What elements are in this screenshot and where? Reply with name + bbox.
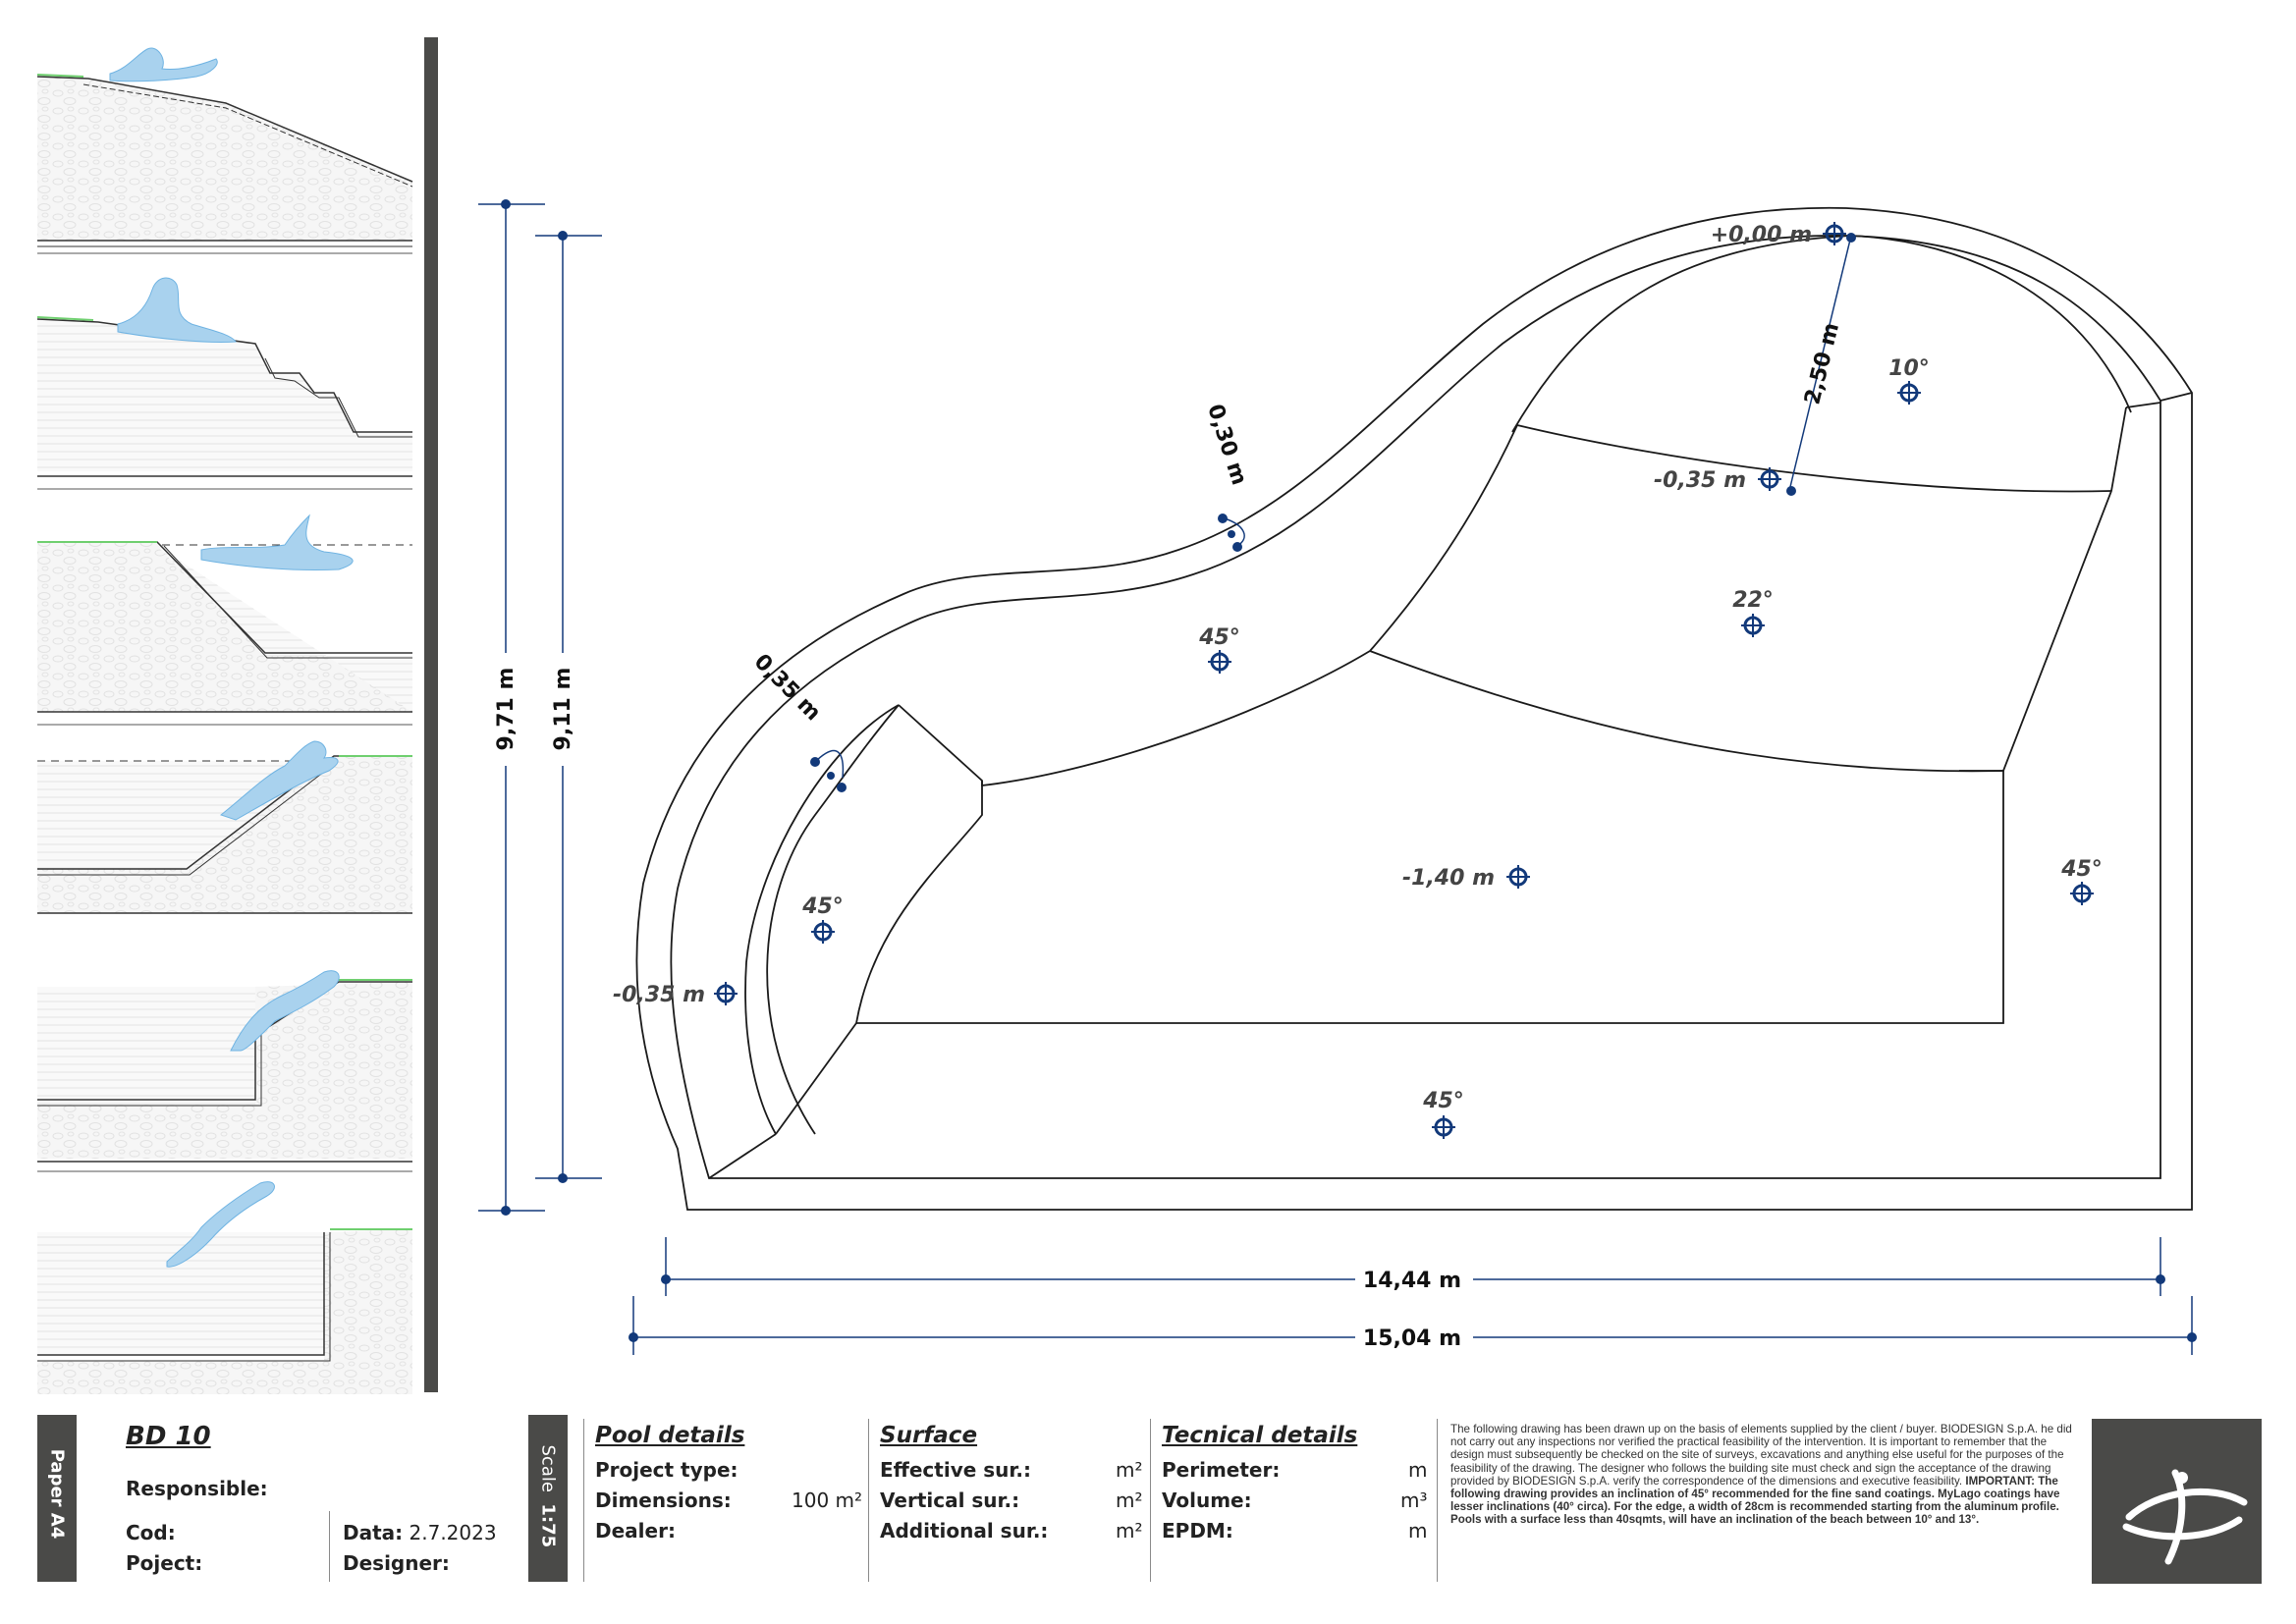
swimmer-figure bbox=[109, 47, 218, 82]
slope-right-upper bbox=[1959, 406, 2127, 772]
paper-size-label: Paper A4 bbox=[46, 1448, 68, 1540]
surface-separator bbox=[868, 1419, 869, 1582]
scale-label: Scale bbox=[537, 1444, 559, 1492]
rim-width-top-label: 0,30 m bbox=[1202, 402, 1251, 488]
profile-slope-45 bbox=[37, 514, 412, 713]
effective-surface-unit: m² bbox=[1116, 1458, 1143, 1482]
responsible-label: Responsible: bbox=[126, 1477, 268, 1500]
date-value: 2.7.2023 bbox=[409, 1521, 497, 1544]
note-separator bbox=[1437, 1419, 1438, 1582]
height-inner-label: 9,11 m bbox=[551, 668, 575, 751]
width-outer-label: 15,04 m bbox=[1363, 1326, 1461, 1351]
left-shelf-slope bbox=[855, 704, 983, 1024]
swimmer-figure bbox=[117, 277, 237, 343]
additional-surface-label: Additional sur.: bbox=[880, 1519, 1049, 1543]
deep-area bbox=[981, 424, 1518, 787]
scale-text: Scale 1:75 bbox=[537, 1444, 559, 1548]
shelf-upper-line bbox=[1516, 424, 2112, 493]
perimeter-label: Perimeter: bbox=[1162, 1458, 1281, 1482]
poject-label: Poject: bbox=[126, 1551, 203, 1575]
project-code: BD 10 bbox=[126, 1422, 211, 1451]
top-distance-label: 2,50 m bbox=[1800, 320, 1844, 406]
swimmer-figure bbox=[166, 1181, 275, 1268]
scale-bar: Scale 1:75 bbox=[528, 1415, 568, 1582]
width-inner-label: 14,44 m bbox=[1363, 1269, 1461, 1293]
disclaimer-important: IMPORTANT: The following drawing provide… bbox=[1450, 1474, 2060, 1527]
perimeter-unit: m bbox=[1408, 1458, 1428, 1482]
rim-line-upper bbox=[1511, 235, 1852, 433]
volume-unit: m³ bbox=[1400, 1489, 1428, 1512]
angle-top-label: 10° bbox=[1888, 356, 1930, 381]
angle-slope-right-label: 45° bbox=[2060, 857, 2103, 882]
technical-separator bbox=[1150, 1419, 1151, 1582]
profile-beach-gentle bbox=[36, 47, 413, 247]
pool-plan bbox=[635, 206, 2193, 1211]
date-label: Data: bbox=[343, 1521, 404, 1544]
technical-heading: Tecnical details bbox=[1162, 1423, 1358, 1448]
project-type-label: Project type: bbox=[595, 1458, 738, 1482]
paper-size-bar: Paper A4 bbox=[37, 1415, 77, 1582]
left-shelf-floor bbox=[708, 1133, 777, 1179]
additional-surface-unit: m² bbox=[1116, 1519, 1143, 1543]
scale-value: 1:75 bbox=[537, 1503, 559, 1548]
height-outer-label: 9,71 m bbox=[494, 668, 519, 751]
height-dimensions bbox=[478, 203, 602, 1212]
dealer-label: Dealer: bbox=[595, 1519, 676, 1543]
slope-right-edge bbox=[2125, 402, 2161, 408]
ridge-line bbox=[1369, 650, 2004, 773]
surface-heading: Surface bbox=[880, 1423, 978, 1448]
designer-label: Designer: bbox=[343, 1551, 450, 1575]
disclaimer-text: The following drawing has been drawn up … bbox=[1450, 1423, 2072, 1488]
pool-details-separator bbox=[583, 1419, 584, 1582]
deep-floor bbox=[856, 771, 2004, 1024]
logo-box bbox=[2092, 1419, 2262, 1584]
swimmer-figure bbox=[230, 970, 340, 1052]
left-shelf-edge bbox=[775, 1022, 857, 1135]
level-deep-label: -1,40 m bbox=[1402, 866, 1495, 891]
title-separator bbox=[329, 1511, 330, 1582]
effective-surface-label: Effective sur.: bbox=[880, 1458, 1032, 1482]
sidebar-bar bbox=[424, 37, 438, 1392]
profile-panels bbox=[36, 47, 413, 1394]
rim-dim-top bbox=[1218, 514, 1245, 552]
profile-entry-slope bbox=[37, 740, 412, 914]
swimmer-figure bbox=[219, 740, 339, 821]
level-upper-shelf-label: -0,35 m bbox=[1654, 468, 1746, 493]
epdm-unit: m bbox=[1408, 1519, 1428, 1543]
biodesign-logo-icon bbox=[2122, 1469, 2248, 1565]
vertical-surface-label: Vertical sur.: bbox=[880, 1489, 1020, 1512]
disclaimer-note: The following drawing has been drawn up … bbox=[1450, 1423, 2079, 1527]
profile-wall-diving bbox=[37, 1181, 412, 1394]
angle-slope-bottom-label: 45° bbox=[1422, 1089, 1464, 1113]
angle-slope-right-upper-label: 22° bbox=[1732, 588, 1774, 613]
beach-top bbox=[1850, 235, 2132, 413]
pool-details-heading: Pool details bbox=[595, 1423, 745, 1448]
rim-dim-left bbox=[810, 749, 847, 792]
dimensions-label: Dimensions: bbox=[595, 1489, 732, 1512]
epdm-label: EPDM: bbox=[1162, 1519, 1233, 1543]
swimmer-figure bbox=[200, 514, 354, 571]
cod-label: Cod: bbox=[126, 1521, 176, 1544]
volume-label: Volume: bbox=[1162, 1489, 1252, 1512]
angle-slope-mid-label: 45° bbox=[1198, 625, 1240, 650]
vertical-surface-unit: m² bbox=[1116, 1489, 1143, 1512]
pool-outer-outline bbox=[635, 206, 2193, 1211]
left-shelf-inner bbox=[744, 704, 900, 1135]
dimensions-value: 100 m² bbox=[792, 1489, 863, 1512]
rim-line-left bbox=[766, 704, 900, 1135]
profile-beach-steps bbox=[36, 277, 412, 477]
date-field: Data: 2.7.2023 bbox=[343, 1521, 497, 1544]
level-left-shelf-label: -0,35 m bbox=[613, 983, 705, 1007]
angle-slope-left-label: 45° bbox=[801, 894, 844, 919]
width-dimensions bbox=[632, 1237, 2193, 1355]
profile-wall-shelf bbox=[37, 970, 412, 1163]
level-top-label: +0,00 m bbox=[1711, 223, 1812, 247]
